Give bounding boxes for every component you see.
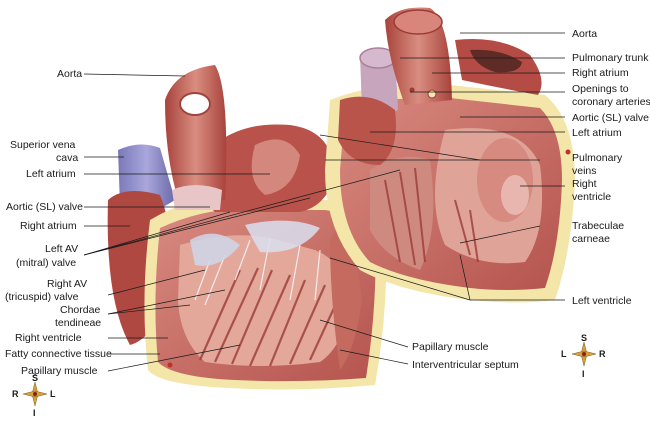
aorta-vessel-shape xyxy=(165,65,227,205)
label-right-atrium-right: Right atrium xyxy=(572,67,629,79)
label-superior-vena-cava-line2: cava xyxy=(56,152,78,164)
label-left-atrium-left: Left atrium xyxy=(26,168,76,180)
compass-left-i: I xyxy=(33,408,36,418)
label-aorta-left: Aorta xyxy=(57,68,82,80)
label-papillary-muscle-center: Papillary muscle xyxy=(412,341,489,353)
ventricle-cavity-shape xyxy=(178,235,350,366)
label-trabeculae-line1: Trabeculae xyxy=(572,220,624,232)
label-right-av-line1: Right AV xyxy=(47,278,87,290)
label-openings-line1: Openings to xyxy=(572,83,629,95)
right-aorta-shape xyxy=(385,7,452,105)
compass-right: S I L R xyxy=(561,333,606,379)
compass-right-l: L xyxy=(561,349,567,359)
label-trabeculae-line2: carneae xyxy=(572,233,610,245)
label-aortic-sl-valve-right: Aortic (SL) valve xyxy=(572,112,649,124)
aortic-valve-shape xyxy=(172,185,222,210)
labels: Aorta Superior vena cava Left atrium Aor… xyxy=(5,28,650,377)
label-left-av-line1: Left AV xyxy=(45,243,78,255)
label-right-av-line2: (tricuspid) valve xyxy=(5,291,79,303)
label-left-atrium-right: Left atrium xyxy=(572,127,622,139)
label-superior-vena-cava-line1: Superior vena xyxy=(10,139,76,151)
tricuspid-valve-shape xyxy=(190,233,240,266)
left-atrium-right-shape xyxy=(338,96,396,165)
label-pulmonary-veins-line2: veins xyxy=(572,165,597,177)
label-right-ventricle-left: Right ventricle xyxy=(15,332,82,344)
leader-lines xyxy=(83,32,565,372)
label-aortic-sl-valve-left: Aortic (SL) valve xyxy=(6,201,83,213)
compass-left-r: R xyxy=(12,389,19,399)
label-right-atrium-left: Right atrium xyxy=(20,220,77,232)
compass-right-i: I xyxy=(582,369,585,379)
label-right-ventricle-right-line2: ventricle xyxy=(572,191,611,203)
label-papillary-muscle-left: Papillary muscle xyxy=(21,365,98,377)
label-chordae-line2: tendineae xyxy=(55,317,101,329)
left-atrium-inner xyxy=(251,139,300,195)
compass-left-s: S xyxy=(32,373,38,383)
label-pulmonary-veins-line1: Pulmonary xyxy=(572,152,623,164)
compass-left: S I R L xyxy=(12,373,56,418)
label-chordae-line1: Chordae xyxy=(60,304,100,316)
papillary-striations xyxy=(198,267,341,367)
label-pulmonary-trunk: Pulmonary trunk xyxy=(572,52,649,64)
label-left-ventricle: Left ventricle xyxy=(572,295,632,307)
compass-right-r: R xyxy=(599,349,606,359)
label-interventricular-septum: Interventricular septum xyxy=(412,359,519,371)
label-fatty-connective-tissue: Fatty connective tissue xyxy=(5,348,112,360)
chordae-strands xyxy=(194,237,321,306)
label-right-ventricle-right-line1: Right xyxy=(572,178,597,190)
mitral-valve-shape xyxy=(245,220,320,253)
label-aorta-right: Aorta xyxy=(572,28,597,40)
compass-right-s: S xyxy=(581,333,587,343)
compass-left-l: L xyxy=(50,389,56,399)
left-heart-section xyxy=(107,65,387,390)
right-heart-section xyxy=(325,7,575,303)
aorta-lumen xyxy=(179,92,211,116)
label-left-av-line2: (mitral) valve xyxy=(16,257,76,269)
right-trabeculae xyxy=(384,167,479,266)
label-openings-line2: coronary arteries xyxy=(572,96,650,108)
